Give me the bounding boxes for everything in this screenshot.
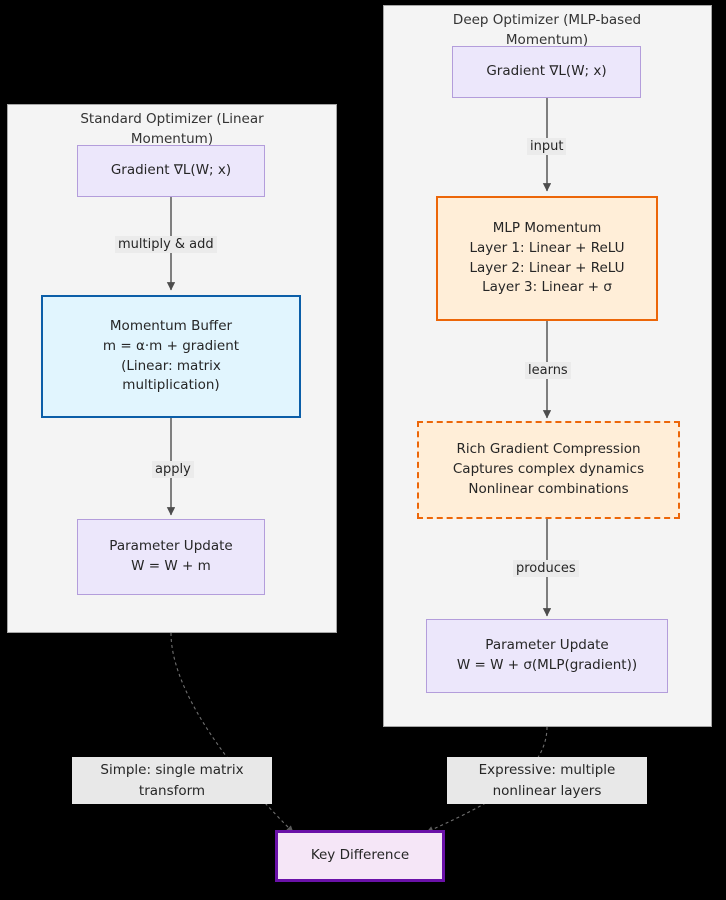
node-key-difference-label: Key Difference (310, 847, 410, 864)
subgraph-title-standard: Standard Optimizer (Linear Momentum) (80, 111, 264, 147)
edge-label-input: input (527, 138, 567, 155)
node-mlp-momentum-line1: MLP Momentum (492, 219, 602, 236)
subgraph-title-deep: Deep Optimizer (MLP-based Momentum) (452, 12, 642, 48)
node-parameter-update-standard[interactable]: Parameter Update W = W + m (77, 519, 265, 595)
note-expressive-line1: Expressive: multiple (478, 762, 616, 779)
node-rich-gradient-compression-line3: Nonlinear combinations (468, 480, 629, 497)
node-mlp-momentum-line3: Layer 2: Linear + ReLU (469, 259, 625, 276)
node-momentum-buffer[interactable]: Momentum Buffer m = α·m + gradient (Line… (41, 295, 301, 418)
node-rich-gradient-compression-line2: Captures complex dynamics (452, 461, 645, 478)
node-mlp-momentum-line2: Layer 1: Linear + ReLU (469, 239, 625, 256)
note-expressive-line2: nonlinear layers (492, 782, 602, 799)
node-momentum-buffer-line2: m = α·m + gradient (102, 337, 240, 354)
node-mlp-momentum-line4: Layer 3: Linear + σ (482, 279, 612, 296)
node-gradient-standard-line1: Gradient ∇L(W; x) (110, 162, 232, 179)
note-simple-line2: transform (138, 782, 206, 799)
node-parameter-update-deep-line2: W = W + σ(MLP(gradient)) (456, 657, 638, 673)
node-parameter-update-deep[interactable]: Parameter Update W = W + σ(MLP(gradient)… (426, 619, 668, 693)
node-mlp-momentum[interactable]: MLP Momentum Layer 1: Linear + ReLU Laye… (436, 196, 658, 321)
edge-label-apply: apply (152, 461, 194, 478)
node-parameter-update-deep-line1: Parameter Update (485, 637, 609, 654)
note-simple-single-matrix: Simple: single matrix transform (72, 757, 272, 804)
node-momentum-buffer-line4: multiplication) (122, 377, 220, 394)
node-rich-gradient-compression[interactable]: Rich Gradient Compression Captures compl… (417, 421, 680, 519)
node-key-difference[interactable]: Key Difference (275, 830, 445, 882)
edge-label-produces: produces (513, 560, 579, 577)
node-rich-gradient-compression-line1: Rich Gradient Compression (456, 441, 641, 458)
node-momentum-buffer-line1: Momentum Buffer (109, 317, 233, 334)
edge-label-learns: learns (525, 362, 571, 379)
note-expressive-nonlinear: Expressive: multiple nonlinear layers (447, 757, 647, 804)
node-momentum-buffer-line3: (Linear: matrix (121, 357, 221, 374)
node-gradient-standard[interactable]: Gradient ∇L(W; x) (77, 145, 265, 197)
node-gradient-deep[interactable]: Gradient ∇L(W; x) (452, 46, 641, 98)
node-parameter-update-standard-line1: Parameter Update (109, 538, 233, 555)
note-simple-line1: Simple: single matrix (100, 762, 244, 779)
node-parameter-update-standard-line2: W = W + m (131, 558, 211, 574)
node-gradient-deep-line1: Gradient ∇L(W; x) (486, 63, 607, 80)
edge-label-multiply-add: multiply & add (115, 236, 217, 253)
